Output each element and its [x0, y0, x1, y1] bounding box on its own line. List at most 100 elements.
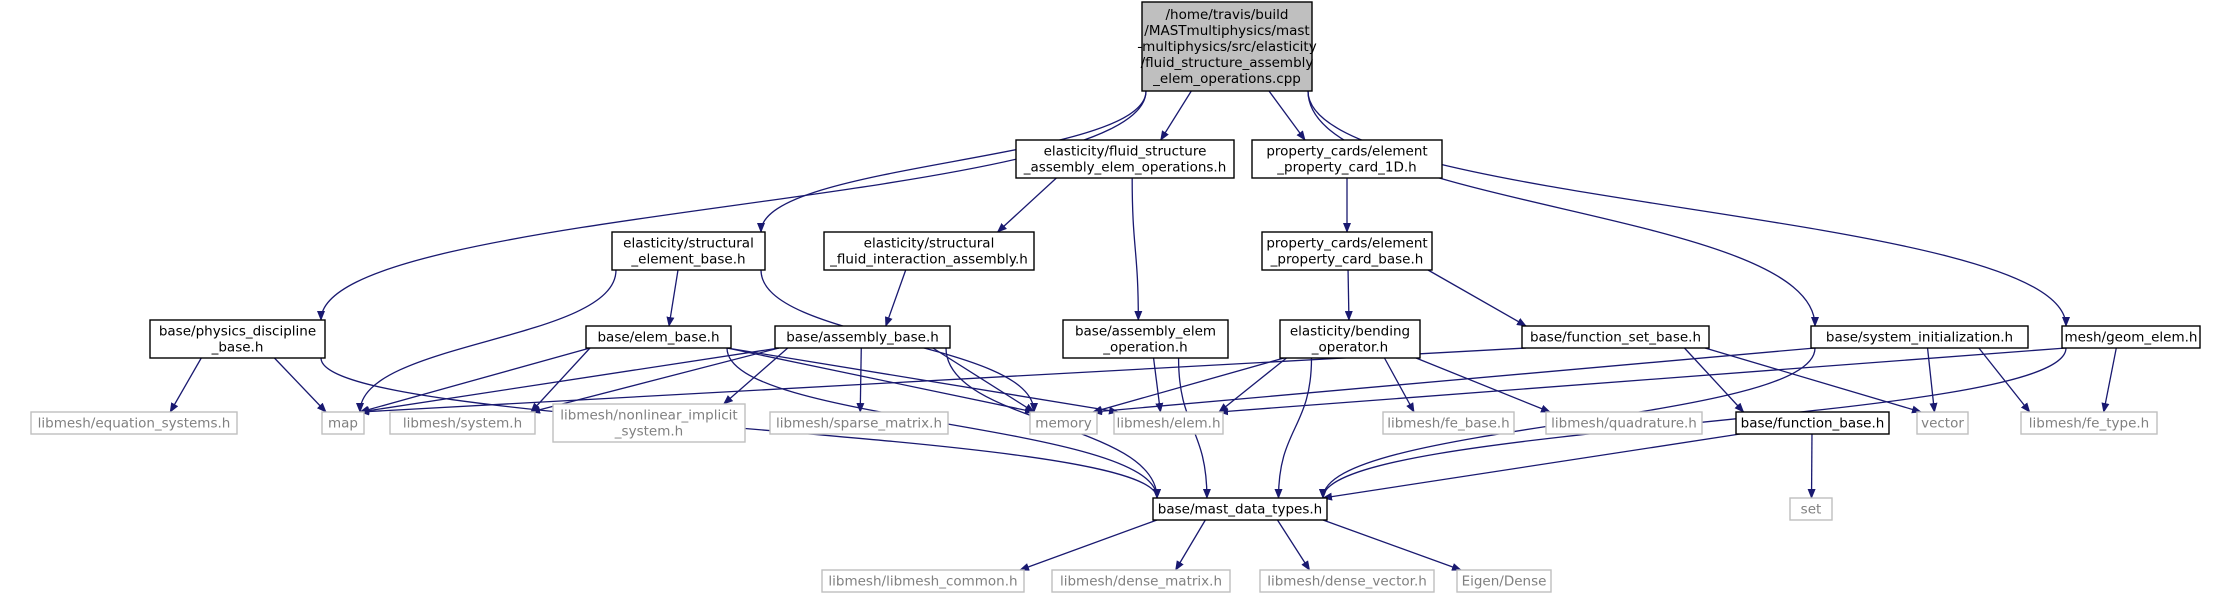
edge-aeo-to-elem [1152, 357, 1164, 413]
node-label-line: set [1801, 502, 1822, 518]
node-label-line: property_cards/element [1266, 236, 1427, 252]
node-label-line: libmesh/fe_base.h [1387, 416, 1510, 432]
node-label-line: base/mast_data_types.h [1158, 502, 1322, 518]
node-label-line: _operation.h [1102, 340, 1187, 356]
edge-ge-to-fet [2101, 347, 2117, 413]
node-label-line: base/assembly_elem [1075, 324, 1216, 340]
node-label-line: elasticity/bending [1290, 324, 1410, 340]
node-box [1251, 139, 1443, 179]
node-box [611, 231, 766, 271]
edge-fb-to-mdt [1322, 433, 1741, 501]
node-pc1d[interactable]: property_cards/element_property_card_1D.… [1251, 139, 1443, 179]
node-fsa_h[interactable]: elasticity/fluid_structure_assembly_elem… [1015, 139, 1235, 179]
edge-bo-to-quad [1415, 357, 1551, 413]
node-box [1545, 411, 1703, 435]
node-label-line: base/assembly_base.h [786, 330, 939, 346]
node-box [2020, 411, 2158, 435]
node-ab[interactable]: base/assembly_base.h [774, 325, 951, 349]
edge-root-to-si [1307, 90, 1819, 327]
node-label-line: elasticity/structural [864, 236, 995, 252]
node-box [585, 325, 732, 349]
node-label-line: base/elem_base.h [597, 330, 719, 346]
edge-mdt-to-dv [1276, 519, 1311, 571]
edge-si-to-mem [1092, 347, 1816, 416]
edge-si-to-fet [1978, 347, 2031, 413]
node-root[interactable]: /home/travis/build/MASTmultiphysics/mast… [1137, 1, 1317, 92]
node-si[interactable]: base/system_initialization.h [1810, 325, 2029, 349]
edge-root-to-pc1d [1268, 90, 1306, 141]
edge-ab-to-spm [856, 347, 865, 413]
node-label-line: property_cards/element [1266, 144, 1427, 160]
node-mdt[interactable]: base/mast_data_types.h [1152, 497, 1328, 521]
node-label-line: /MASTmultiphysics/mast [1144, 23, 1309, 39]
node-label-line: _system.h [614, 424, 683, 440]
node-box [1051, 569, 1231, 593]
node-label-line: _element_base.h [630, 252, 745, 268]
node-label-line: elasticity/structural [623, 236, 754, 252]
node-box [1521, 325, 1710, 349]
node-seb[interactable]: elasticity/structural_element_base.h [611, 231, 766, 271]
node-feb: libmesh/fe_base.h [1382, 411, 1515, 435]
node-fet: libmesh/fe_type.h [2020, 411, 2158, 435]
node-box [774, 325, 951, 349]
node-label-line: _base.h [211, 340, 264, 356]
edge-root-to-ge [1307, 90, 2070, 327]
edge-ge-to-elem [1218, 347, 2067, 416]
edge-eb-to-mem [726, 347, 1035, 415]
node-label-line: -multiphysics/src/elasticity [1137, 39, 1316, 55]
edge-pdb-to-eqs [169, 357, 202, 413]
node-quad: libmesh/quadrature.h [1545, 411, 1703, 435]
node-eig: Eigen/Dense [1456, 569, 1552, 593]
edge-eb-to-sys [530, 347, 591, 413]
node-box [1810, 325, 2029, 349]
node-label-line: _elem_operations.cpp [1152, 71, 1301, 87]
node-eb[interactable]: base/elem_base.h [585, 325, 732, 349]
node-label-line: _property_card_1D.h [1276, 160, 1416, 176]
edge-mdt-to-lmc [1019, 519, 1158, 571]
node-spm: libmesh/sparse_matrix.h [769, 411, 949, 435]
node-bo[interactable]: elasticity/bending_operator.h [1279, 319, 1421, 359]
node-eqs: libmesh/equation_systems.h [30, 411, 238, 435]
edge-ab-to-map [359, 347, 780, 415]
node-vec: vector [1916, 411, 1969, 435]
node-box [821, 569, 1025, 593]
node-ge[interactable]: mesh/geom_elem.h [2061, 325, 2201, 349]
node-box [389, 411, 536, 435]
node-label-line: mesh/geom_elem.h [2065, 330, 2198, 346]
node-sfia[interactable]: elasticity/structural_fluid_interaction_… [823, 231, 1035, 271]
node-label-line: libmesh/system.h [403, 416, 522, 432]
node-label-line: vector [1921, 416, 1964, 432]
node-label-line: _property_card_base.h [1270, 252, 1424, 268]
node-box [1152, 497, 1328, 521]
node-elem: libmesh/elem.h [1113, 411, 1224, 435]
node-fsb[interactable]: base/function_set_base.h [1521, 325, 1710, 349]
edge-mdt-to-dm [1175, 519, 1206, 571]
node-label-line: libmesh/equation_systems.h [38, 416, 231, 432]
node-fb[interactable]: base/function_base.h [1735, 411, 1890, 435]
node-box [1015, 139, 1235, 179]
edge-pdb-to-map [273, 357, 327, 413]
node-box [1279, 319, 1421, 359]
edge-root-to-fsa_h [1160, 90, 1192, 141]
node-pcb[interactable]: property_cards/element_property_card_bas… [1261, 231, 1433, 271]
edge-pcb-to-bo [1344, 269, 1353, 321]
edge-ab-to-mem [932, 347, 1035, 413]
node-box [1261, 231, 1433, 271]
node-pdb[interactable]: base/physics_discipline_base.h [149, 319, 326, 359]
edge-fsb-to-vec [1704, 347, 1922, 414]
node-label-line: map [328, 416, 358, 432]
edge-eb-to-elem [726, 347, 1119, 415]
node-dv: libmesh/dense_vector.h [1259, 569, 1435, 593]
node-aeo[interactable]: base/assembly_elem_operation.h [1062, 319, 1229, 359]
node-label-line: /fluid_structure_assembly [1141, 55, 1314, 71]
node-label-line: elasticity/fluid_structure [1044, 144, 1207, 160]
node-box [1029, 411, 1098, 435]
node-mem: memory [1029, 411, 1098, 435]
node-box [321, 411, 365, 435]
node-map: map [321, 411, 365, 435]
node-label-line: libmesh/dense_vector.h [1267, 574, 1427, 590]
node-box [769, 411, 949, 435]
node-label-line: libmesh/elem.h [1116, 416, 1220, 432]
node-box [1382, 411, 1515, 435]
edge-bo-to-mem [1092, 357, 1285, 414]
